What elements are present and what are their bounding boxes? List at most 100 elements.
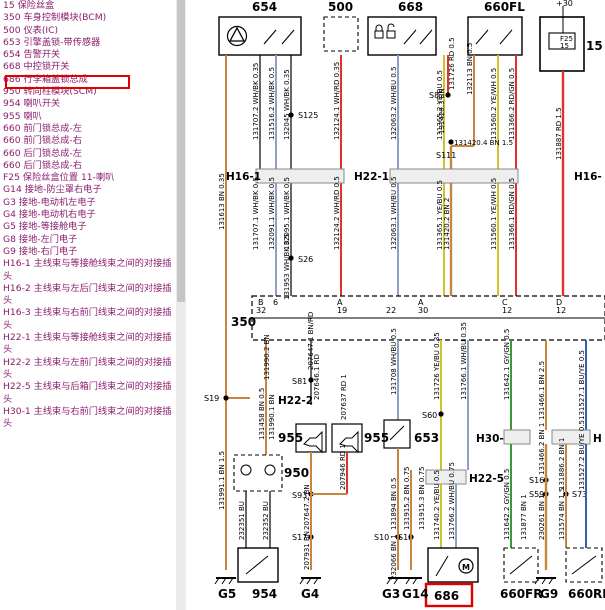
legend-item[interactable]: H16-3 主线束与右前门线束之间的对接插头 bbox=[3, 307, 172, 331]
splice-s10: S10 bbox=[374, 533, 389, 542]
motor-icon bbox=[458, 558, 474, 574]
wire-label-131420-2: 131420.2 BN 2 bbox=[443, 198, 451, 250]
connector-h22-1-band bbox=[389, 168, 519, 184]
connector-h16-right-label: H16- bbox=[574, 171, 602, 183]
component-950-box bbox=[233, 454, 283, 492]
wire-label-207931: 207931 BN bbox=[303, 531, 311, 570]
splice-s81: S81 bbox=[292, 377, 307, 386]
wire-label-131726-ye: 131726 YE/BU 0.35 bbox=[433, 332, 441, 400]
component-654-label: 654 bbox=[252, 0, 277, 14]
legend-item[interactable]: 660 前门锁总成-右 bbox=[3, 135, 82, 147]
legend-item[interactable]: 955 喇叭 bbox=[3, 110, 42, 122]
plus30-label: +30 bbox=[556, 0, 573, 8]
ground-g4-icon bbox=[299, 577, 321, 585]
component-660rr-label: 660RR bbox=[568, 587, 605, 601]
wire-label-132124-1: 132124.1 WH/RD 0.35 bbox=[333, 62, 341, 140]
wire-label-131915-2: 131915.2 BN 0.75 bbox=[403, 467, 411, 530]
ground-g14-icon bbox=[404, 577, 422, 585]
wire-label-132113: 132113 BN 0.5 bbox=[466, 43, 474, 95]
legend-item[interactable]: 660 后门锁总成-左 bbox=[3, 147, 82, 159]
legend-item[interactable]: 15 保险丝盒 bbox=[3, 0, 55, 11]
wire-label-132124-2: 132124.2 WH/RD 0.5 bbox=[333, 176, 341, 250]
legend-item[interactable]: 950 转向柱模块(SCM) bbox=[3, 86, 97, 98]
bus-pin-12: 22 bbox=[386, 306, 396, 315]
wire-label-131365-2: 131365.2 YE/BU 0.5 bbox=[436, 70, 444, 140]
wire-label-232352: 232352 BU bbox=[262, 501, 270, 540]
splice-s60: S60 bbox=[422, 411, 437, 420]
legend-item[interactable]: G5 接地-等接舱电子 bbox=[3, 221, 87, 233]
bus-pin-4: 19 bbox=[337, 306, 347, 315]
wire-label-131990-1: 131990.1 BN bbox=[268, 394, 276, 440]
wire-label-131991: 131991.1 BN 1.5 bbox=[218, 451, 226, 510]
wire-label-132091-1: 132091.1 WH/BK 0.5 bbox=[268, 177, 276, 250]
wire-label-207946: 207946 RD 1 bbox=[339, 444, 347, 490]
legend-item[interactable]: 686 行李箱盖锁总成 bbox=[3, 73, 88, 85]
legend-item[interactable]: G14 接地-防尘罩右电子 bbox=[3, 184, 102, 196]
wire-label-131886-2: 131886.2 BN 1 bbox=[558, 438, 566, 490]
legend-item[interactable]: H22-5 主线束与后箱门线束之间的对接插头 bbox=[3, 381, 172, 405]
legend-item[interactable]: F25 保险丝盒位置 11-喇叭 bbox=[3, 172, 115, 184]
legend-item[interactable]: G9 接地-右门电子 bbox=[3, 245, 78, 257]
horn-icon bbox=[339, 430, 359, 454]
legend-item[interactable]: H30-1 主线束与右前门线束之间的对接插头 bbox=[3, 405, 172, 430]
wire-label-232351: 232351 BU bbox=[238, 501, 246, 540]
legend-item[interactable]: 350 车身控制模块(BCM) bbox=[3, 12, 107, 24]
wire-label-131527-2: 131527.2 BU/YE 0.5 bbox=[578, 420, 586, 490]
splice-s93: S93 bbox=[292, 491, 307, 500]
legend-item[interactable]: H16-1 主线束与等接舱线束之间的对接插头 bbox=[3, 258, 172, 282]
wire-label-131707-1: 131707.1 WH/BK 0.5 bbox=[252, 177, 260, 250]
bus-pin-3: 6 bbox=[273, 298, 278, 307]
fuse-f25-label: F25 bbox=[560, 35, 573, 43]
ground-g3-label: G3 bbox=[382, 587, 400, 601]
wire-label-131990-2: 131990.2 BN bbox=[263, 334, 271, 380]
legend-item[interactable]: 654 告警开关 bbox=[3, 49, 61, 61]
bus-pin-1: B bbox=[258, 298, 264, 307]
splice-s59: S59 bbox=[529, 490, 544, 499]
wire-label-132045: 132045 WH/BK 0.35 bbox=[283, 69, 291, 140]
ground-g9-icon bbox=[534, 577, 556, 585]
component-955a-label: 955 bbox=[278, 431, 303, 445]
wire-label-132063-1: 132063.1 WH/BU 0.5 bbox=[390, 177, 398, 250]
connector-h16-1-band bbox=[255, 168, 345, 184]
connector-h30-1-label: H30-1 bbox=[476, 433, 511, 445]
scrollbar-thumb[interactable] bbox=[177, 0, 185, 302]
wire-label-131766-1: 131766.1 WH/BU 0.35 bbox=[460, 322, 468, 400]
connector-h22-5-label: H22-5 bbox=[469, 473, 504, 485]
horn-icon bbox=[303, 430, 323, 454]
lock-icon bbox=[374, 30, 384, 39]
wire-label-232066: 232066 BN 1 bbox=[390, 534, 398, 580]
legend-item[interactable]: 660 前门锁总成-左 bbox=[3, 122, 82, 134]
bus-pin-8: 12 bbox=[502, 306, 512, 315]
legend-item[interactable]: G4 接地-电动机右电子 bbox=[3, 209, 96, 221]
scrollbar-track[interactable] bbox=[176, 0, 186, 610]
component-660fr-label: 660FR bbox=[500, 587, 543, 601]
splice-s8: S8 bbox=[429, 91, 439, 100]
connector-h22-2-label: H22-2 bbox=[278, 395, 313, 407]
legend-item[interactable]: 660 后门锁总成-右 bbox=[3, 159, 82, 171]
legend-item[interactable]: G3 接地-电动机左电子 bbox=[3, 196, 96, 208]
wire-label-131516-2: 131516.2 WH/BK 0.5 bbox=[268, 67, 276, 140]
legend-item[interactable]: H22-1 主线束与等接舱线束之间的对接插头 bbox=[3, 332, 172, 356]
legend-item[interactable]: 653 引擎盖锁-带传感器 bbox=[3, 36, 101, 48]
wire-label-207647-1: 207647.1 BN/RD bbox=[307, 312, 315, 370]
component-954-box bbox=[237, 547, 279, 583]
legend-item[interactable]: G8 接地-左门电子 bbox=[3, 233, 78, 245]
legend-item[interactable]: H22-2 主线束与左前门线束之间的对接插头 bbox=[3, 356, 172, 380]
legend-item[interactable]: H16-2 主线束与左后门线束之间的对接插头 bbox=[3, 282, 172, 307]
wire-label-131366-1: 131366.1 RD/GN 0.5 bbox=[508, 178, 516, 250]
wire-label-132063-2: 132063.2 WH/BU 0.5 bbox=[390, 67, 398, 140]
wire-label-131366-2: 131366.2 RD/GN 0.5 bbox=[508, 68, 516, 140]
component-660fr-box bbox=[503, 547, 539, 583]
legend-item[interactable]: 500 仪表(IC) bbox=[3, 24, 59, 36]
wire-label-131466-1: 131466.1 BN 2.5 bbox=[538, 361, 546, 420]
legend-item[interactable]: 668 中控锁开关 bbox=[3, 61, 70, 73]
legend-highlight-box bbox=[5, 75, 130, 89]
wire-label-131708: 131708 WH/BU 0.5 bbox=[390, 328, 398, 395]
splice-s16: S16 bbox=[529, 476, 544, 485]
legend-item[interactable]: 954 喇叭开关 bbox=[3, 98, 61, 110]
connector-h16-1-label: H16-1 bbox=[226, 171, 261, 183]
wire-label-131458: 131458 BN 0.5 bbox=[258, 388, 266, 440]
wire-label-131642-1: 131642.1 GY/GN 0.5 bbox=[503, 329, 511, 400]
wiring-diagram: 654 500 668 660FL 15 +30 F25 15 H16-1 H2… bbox=[204, 0, 605, 608]
